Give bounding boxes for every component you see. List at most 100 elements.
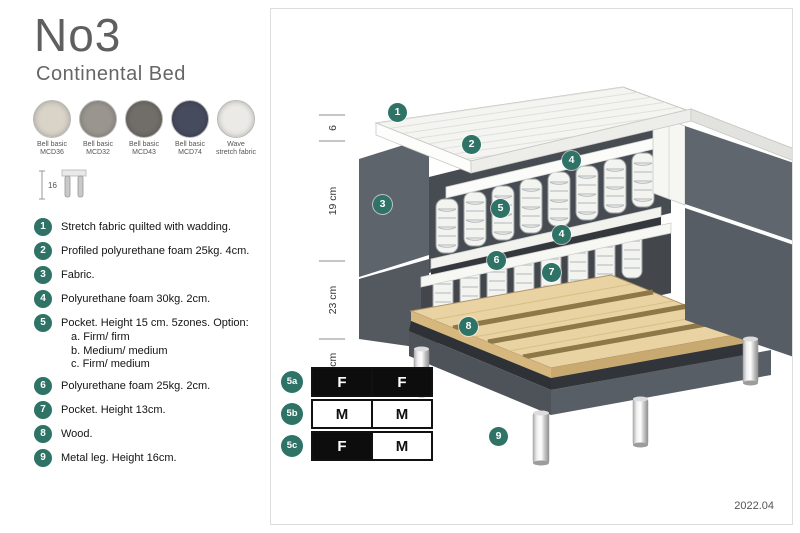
- fabric-swatches: Bell basic MCD36 Bell basic MCD32 Bell b…: [30, 99, 270, 158]
- legend-item-text: Pocket. Height 13cm.: [61, 403, 166, 416]
- upper-mattress-right-face: [685, 126, 792, 241]
- firmness-cells: F F: [311, 367, 433, 397]
- legend-number-badge: 9: [34, 448, 52, 467]
- leg-thumb-leg: [77, 175, 84, 198]
- metal-leg: [742, 336, 759, 386]
- fabric-swatch-label: Bell basic MCD32: [83, 140, 113, 156]
- legend-item: 7 Pocket. Height 13cm.: [34, 400, 270, 419]
- fabric-swatch-circle: [171, 99, 209, 138]
- diagram-marker: 6: [487, 251, 506, 270]
- diagram-marker: 4: [562, 151, 581, 170]
- firmness-cell: M: [371, 433, 431, 459]
- firmness-cells: F M: [311, 431, 433, 461]
- firmness-row-badge: 5b: [281, 403, 303, 425]
- legend-item: 3 Fabric.: [34, 266, 270, 285]
- wood-shadow-right: [551, 342, 751, 390]
- left-column: No3 Continental Bed Bell basic MCD36 Bel…: [0, 0, 270, 533]
- fabric-swatch-label: Bell basic MCD43: [129, 140, 159, 156]
- fabric-swatch-label: Wave stretch fabric: [215, 140, 257, 156]
- legend-item-text: Stretch fabric quilted with wadding.: [61, 221, 231, 234]
- legend-number-badge: 1: [34, 218, 52, 237]
- fabric-swatch-circle: [33, 99, 71, 138]
- materials-legend: 1 Stretch fabric quilted with wadding. 2…: [0, 218, 270, 467]
- product-title: No3: [34, 9, 122, 61]
- wood-shadow-left: [409, 321, 551, 390]
- legend-item: 6 Polyurethane foam 25kg. 2cm.: [34, 376, 270, 395]
- leg-height-label: 16: [48, 181, 57, 190]
- legend-item-text: Profiled polyurethane foam 25kg. 4cm.: [61, 245, 250, 258]
- fabric-swatch: Bell basic MCD32: [76, 99, 120, 158]
- legend-item-text: Wood.: [61, 427, 93, 440]
- metal-leg: [532, 410, 550, 466]
- legend-item: 5 Pocket. Height 15 cm. 5zones. Option: …: [34, 314, 270, 371]
- legend-item: 1 Stretch fabric quilted with wadding.: [34, 218, 270, 237]
- diagram-marker: 9: [489, 427, 508, 446]
- diagram-marker: 1: [388, 103, 407, 122]
- firmness-row: 5b M M: [281, 399, 433, 429]
- legend-item-text: Metal leg. Height 16cm.: [61, 451, 177, 464]
- legend-item: 8 Wood.: [34, 424, 270, 443]
- legend-item: 9 Metal leg. Height 16cm.: [34, 448, 270, 467]
- firmness-cell: F: [313, 433, 371, 459]
- diagram-marker: 8: [459, 317, 478, 336]
- base-rim-front-left: [409, 331, 551, 415]
- dimension-label: 19 cm: [327, 186, 339, 216]
- legend-item-text: Fabric.: [61, 269, 95, 282]
- fabric-swatch-circle: [79, 99, 117, 138]
- legend-item: 4 Polyurethane foam 30kg. 2cm.: [34, 290, 270, 309]
- lower-box-right-face: [685, 208, 792, 357]
- base-rim-front-right: [551, 350, 771, 415]
- legend-number-badge: 4: [34, 290, 52, 309]
- metal-legs: [413, 336, 759, 466]
- legend-item-text: Polyurethane foam 30kg. 2cm.: [61, 293, 211, 306]
- diagram-marker: 4: [552, 225, 571, 244]
- firmness-row: 5a F F: [281, 367, 433, 397]
- legend-suboptions: a. Firm/ firm b. Medium/ medium c. Firm/…: [61, 331, 249, 371]
- legend-number-badge: 2: [34, 242, 52, 261]
- upper-mattress-left-fabric-face: [359, 137, 429, 277]
- wood-slats: [409, 274, 753, 378]
- leg-thumb-slat: [61, 169, 87, 177]
- fabric-swatch-label: Bell basic MCD36: [37, 140, 67, 156]
- product-subtitle: Continental Bed: [36, 62, 186, 85]
- fabric-swatch: Bell basic MCD74: [168, 99, 212, 158]
- version-stamp: 2022.04: [734, 500, 774, 512]
- dimension-label: 23 cm: [327, 285, 339, 315]
- illustration-panel: 6 19 cm 23 cm 16 cm 1 2 3 4 5 4 6 7 8 9 …: [270, 8, 793, 525]
- legend-number-badge: 5: [34, 314, 52, 333]
- leg-thumb-leg: [64, 175, 71, 198]
- diagram-marker: 5: [491, 199, 510, 218]
- legend-number-badge: 3: [34, 266, 52, 285]
- fabric-swatch: Wave stretch fabric: [214, 99, 258, 158]
- leg-dimension-thumbnail: 16: [39, 169, 87, 200]
- diagram-marker: 7: [542, 263, 561, 282]
- legend-item: 2 Profiled polyurethane foam 25kg. 4cm.: [34, 242, 270, 261]
- legend-suboption: a. Firm/ firm: [71, 331, 130, 344]
- firmness-cell: M: [371, 401, 431, 427]
- legend-item-text: Polyurethane foam 25kg. 2cm.: [61, 379, 211, 392]
- legend-number-badge: 7: [34, 400, 52, 419]
- dimension-ticks: [319, 114, 345, 396]
- fabric-swatch-circle: [217, 99, 255, 138]
- diagram-marker: 3: [373, 195, 392, 214]
- metal-leg: [632, 396, 649, 448]
- firmness-cells: M M: [311, 399, 433, 429]
- legend-number-badge: 6: [34, 376, 52, 395]
- firmness-cell: M: [313, 401, 371, 427]
- lower-foam-strip: [420, 222, 672, 288]
- legend-item-text: Pocket. Height 15 cm. 5zones. Option: a.…: [61, 314, 249, 371]
- fabric-swatch-circle: [125, 99, 163, 138]
- firmness-row-badge: 5a: [281, 371, 303, 393]
- firmness-cell: F: [371, 369, 431, 395]
- fabric-swatch: Bell basic MCD36: [30, 99, 74, 158]
- legend-suboption: b. Medium/ medium: [71, 344, 168, 357]
- fabric-swatch-label: Bell basic MCD74: [175, 140, 205, 156]
- dimension-label: 6: [327, 125, 339, 131]
- fabric-swatch: Bell basic MCD43: [122, 99, 166, 158]
- legend-item-text-main: Pocket. Height 15 cm. 5zones. Option:: [61, 317, 249, 330]
- firmness-cell: F: [313, 369, 371, 395]
- legend-number-badge: 8: [34, 424, 52, 443]
- diagram-marker: 2: [462, 135, 481, 154]
- firmness-row-badge: 5c: [281, 435, 303, 457]
